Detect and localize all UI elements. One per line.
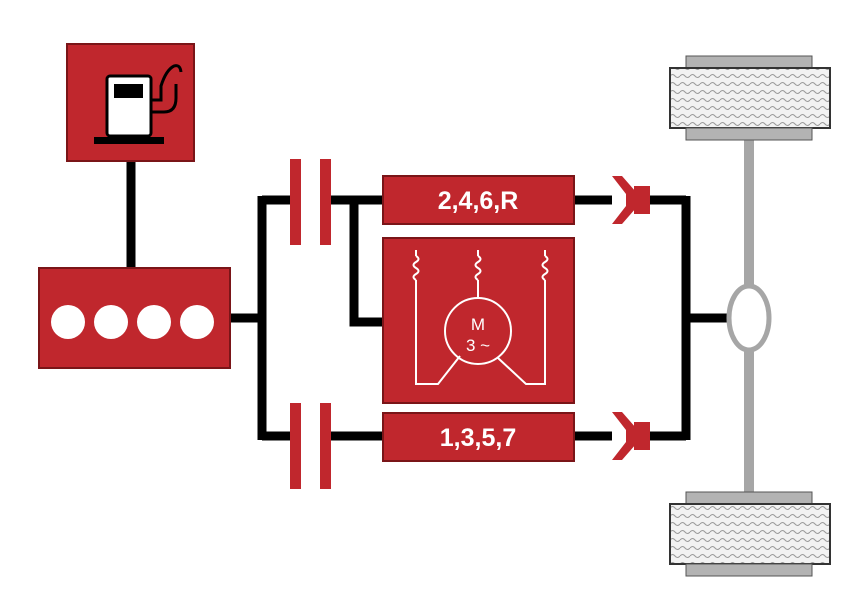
- shaft-lines: [126, 160, 730, 441]
- clutch-2-plate-a: [290, 403, 301, 489]
- motor-coupling-shaft: [349, 200, 383, 327]
- output-coupler-lower: [612, 412, 650, 460]
- rear-axle: [726, 130, 772, 510]
- wheel-bottom-rim-inner: [685, 491, 813, 505]
- clutch-1-plate-a: [290, 159, 301, 245]
- gear-set-even-box: [382, 175, 575, 225]
- clutch-1: [290, 159, 331, 245]
- gear-set-even-label: 2,4,6,R: [438, 187, 519, 215]
- gear-set-odd: 1,3,5,7: [382, 412, 575, 462]
- engine-cylinder-2: [94, 305, 128, 339]
- clutch-2-plate-b: [320, 403, 331, 489]
- coupler-lower-claw: [612, 412, 636, 460]
- gear-set-odd-box: [382, 412, 575, 462]
- fuel-pump-icon: [94, 64, 183, 144]
- output-coupler-upper: [612, 176, 650, 224]
- motor-label-m: M: [471, 315, 485, 334]
- electric-motor: M 3 ~: [382, 237, 575, 404]
- motor-windings-icon: [412, 250, 549, 385]
- wheel-bottom-tire: [669, 503, 831, 565]
- clutch-1-plate-b: [320, 159, 331, 245]
- fuel-tank: [66, 43, 195, 162]
- gear-set-odd-label: 1,3,5,7: [440, 424, 516, 452]
- wheel-bottom-rim-outer: [685, 563, 813, 577]
- gear-set-even: 2,4,6,R: [382, 175, 575, 225]
- wheel-top: [669, 55, 831, 141]
- differential: [726, 283, 772, 353]
- combustion-engine: [38, 267, 231, 369]
- clutch-2: [290, 403, 331, 489]
- coupler-upper-claw: [612, 176, 636, 224]
- wheel-top-rim-outer: [685, 55, 813, 69]
- engine-cylinder-1: [51, 305, 85, 339]
- coupler-upper-hub: [634, 186, 650, 214]
- engine-cylinder-3: [137, 305, 171, 339]
- engine-cylinder-4: [180, 305, 214, 339]
- coupler-lower-hub: [634, 422, 650, 450]
- motor-label-phase: 3 ~: [466, 336, 490, 355]
- wheel-bottom: [669, 491, 831, 577]
- wheel-top-tire: [669, 67, 831, 129]
- wheel-top-rim-inner: [685, 127, 813, 141]
